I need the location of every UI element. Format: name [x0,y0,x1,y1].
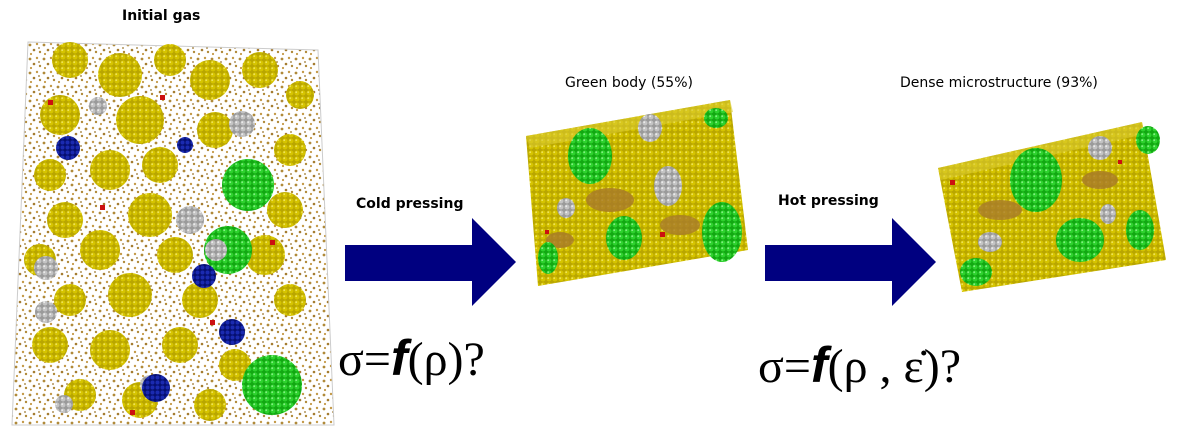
formula-args: (ρ , ε̇)? [827,340,961,393]
green-body-cube [526,100,748,286]
dense-microstructure-label: Dense microstructure (93%) [900,75,1098,91]
cold-pressing-label: Cold pressing [356,196,464,212]
hot-pressing-arrow [765,218,936,306]
cold-pressing-formula: σ=f(ρ)? [338,333,485,384]
formula-sigma: σ= [758,340,811,393]
formula-sigma: σ= [338,333,391,386]
dense-microstructure-cube [938,122,1166,292]
formula-args: (ρ)? [407,333,485,386]
hot-pressing-formula: σ=f(ρ , ε̇)? [758,340,961,391]
initial-gas-label: Initial gas [122,8,201,24]
cold-pressing-arrow [345,218,516,306]
hot-pressing-label: Hot pressing [778,193,879,209]
formula-function: f [390,330,408,386]
formula-function: f [810,337,828,393]
initial-gas-box [11,41,335,426]
green-body-label: Green body (55%) [565,75,693,91]
